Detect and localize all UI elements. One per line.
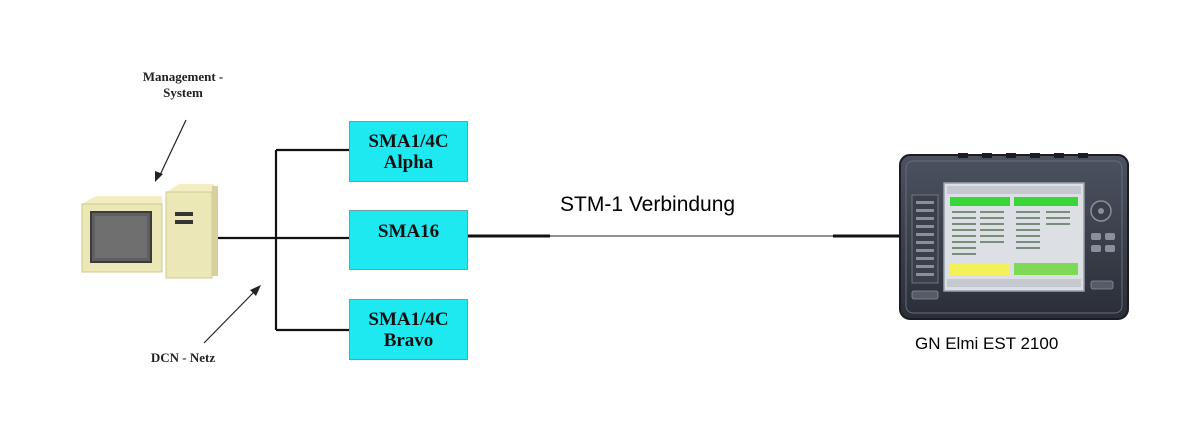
computer-icon bbox=[78, 182, 220, 282]
management-system-label: Management - System bbox=[128, 69, 238, 101]
management-pointer-arrow bbox=[159, 119, 187, 176]
node-label-line2: Bravo bbox=[383, 329, 434, 351]
dcn-label: DCN - Netz bbox=[150, 350, 216, 365]
test-instrument-icon bbox=[898, 153, 1130, 321]
node-label-line1: SMA1/4C bbox=[368, 308, 449, 330]
node-sma-alpha[interactable]: SMA1/4C Alpha bbox=[349, 121, 468, 182]
management-label-line2: System bbox=[163, 85, 203, 100]
node-label-line1: SMA16 bbox=[377, 221, 440, 242]
node-sma-bravo[interactable]: SMA1/4C Bravo bbox=[349, 299, 468, 360]
management-label-line1: Management - bbox=[142, 69, 224, 84]
node-sma16[interactable]: SMA16 bbox=[349, 210, 468, 270]
link-label: STM-1 Verbindung bbox=[560, 193, 736, 216]
node-label-line1: SMA1/4C bbox=[368, 130, 449, 152]
dcn-pointer-arrow bbox=[203, 291, 255, 344]
node-label-line2: Alpha bbox=[383, 151, 434, 173]
tester-label: GN Elmi EST 2100 bbox=[915, 334, 1059, 353]
